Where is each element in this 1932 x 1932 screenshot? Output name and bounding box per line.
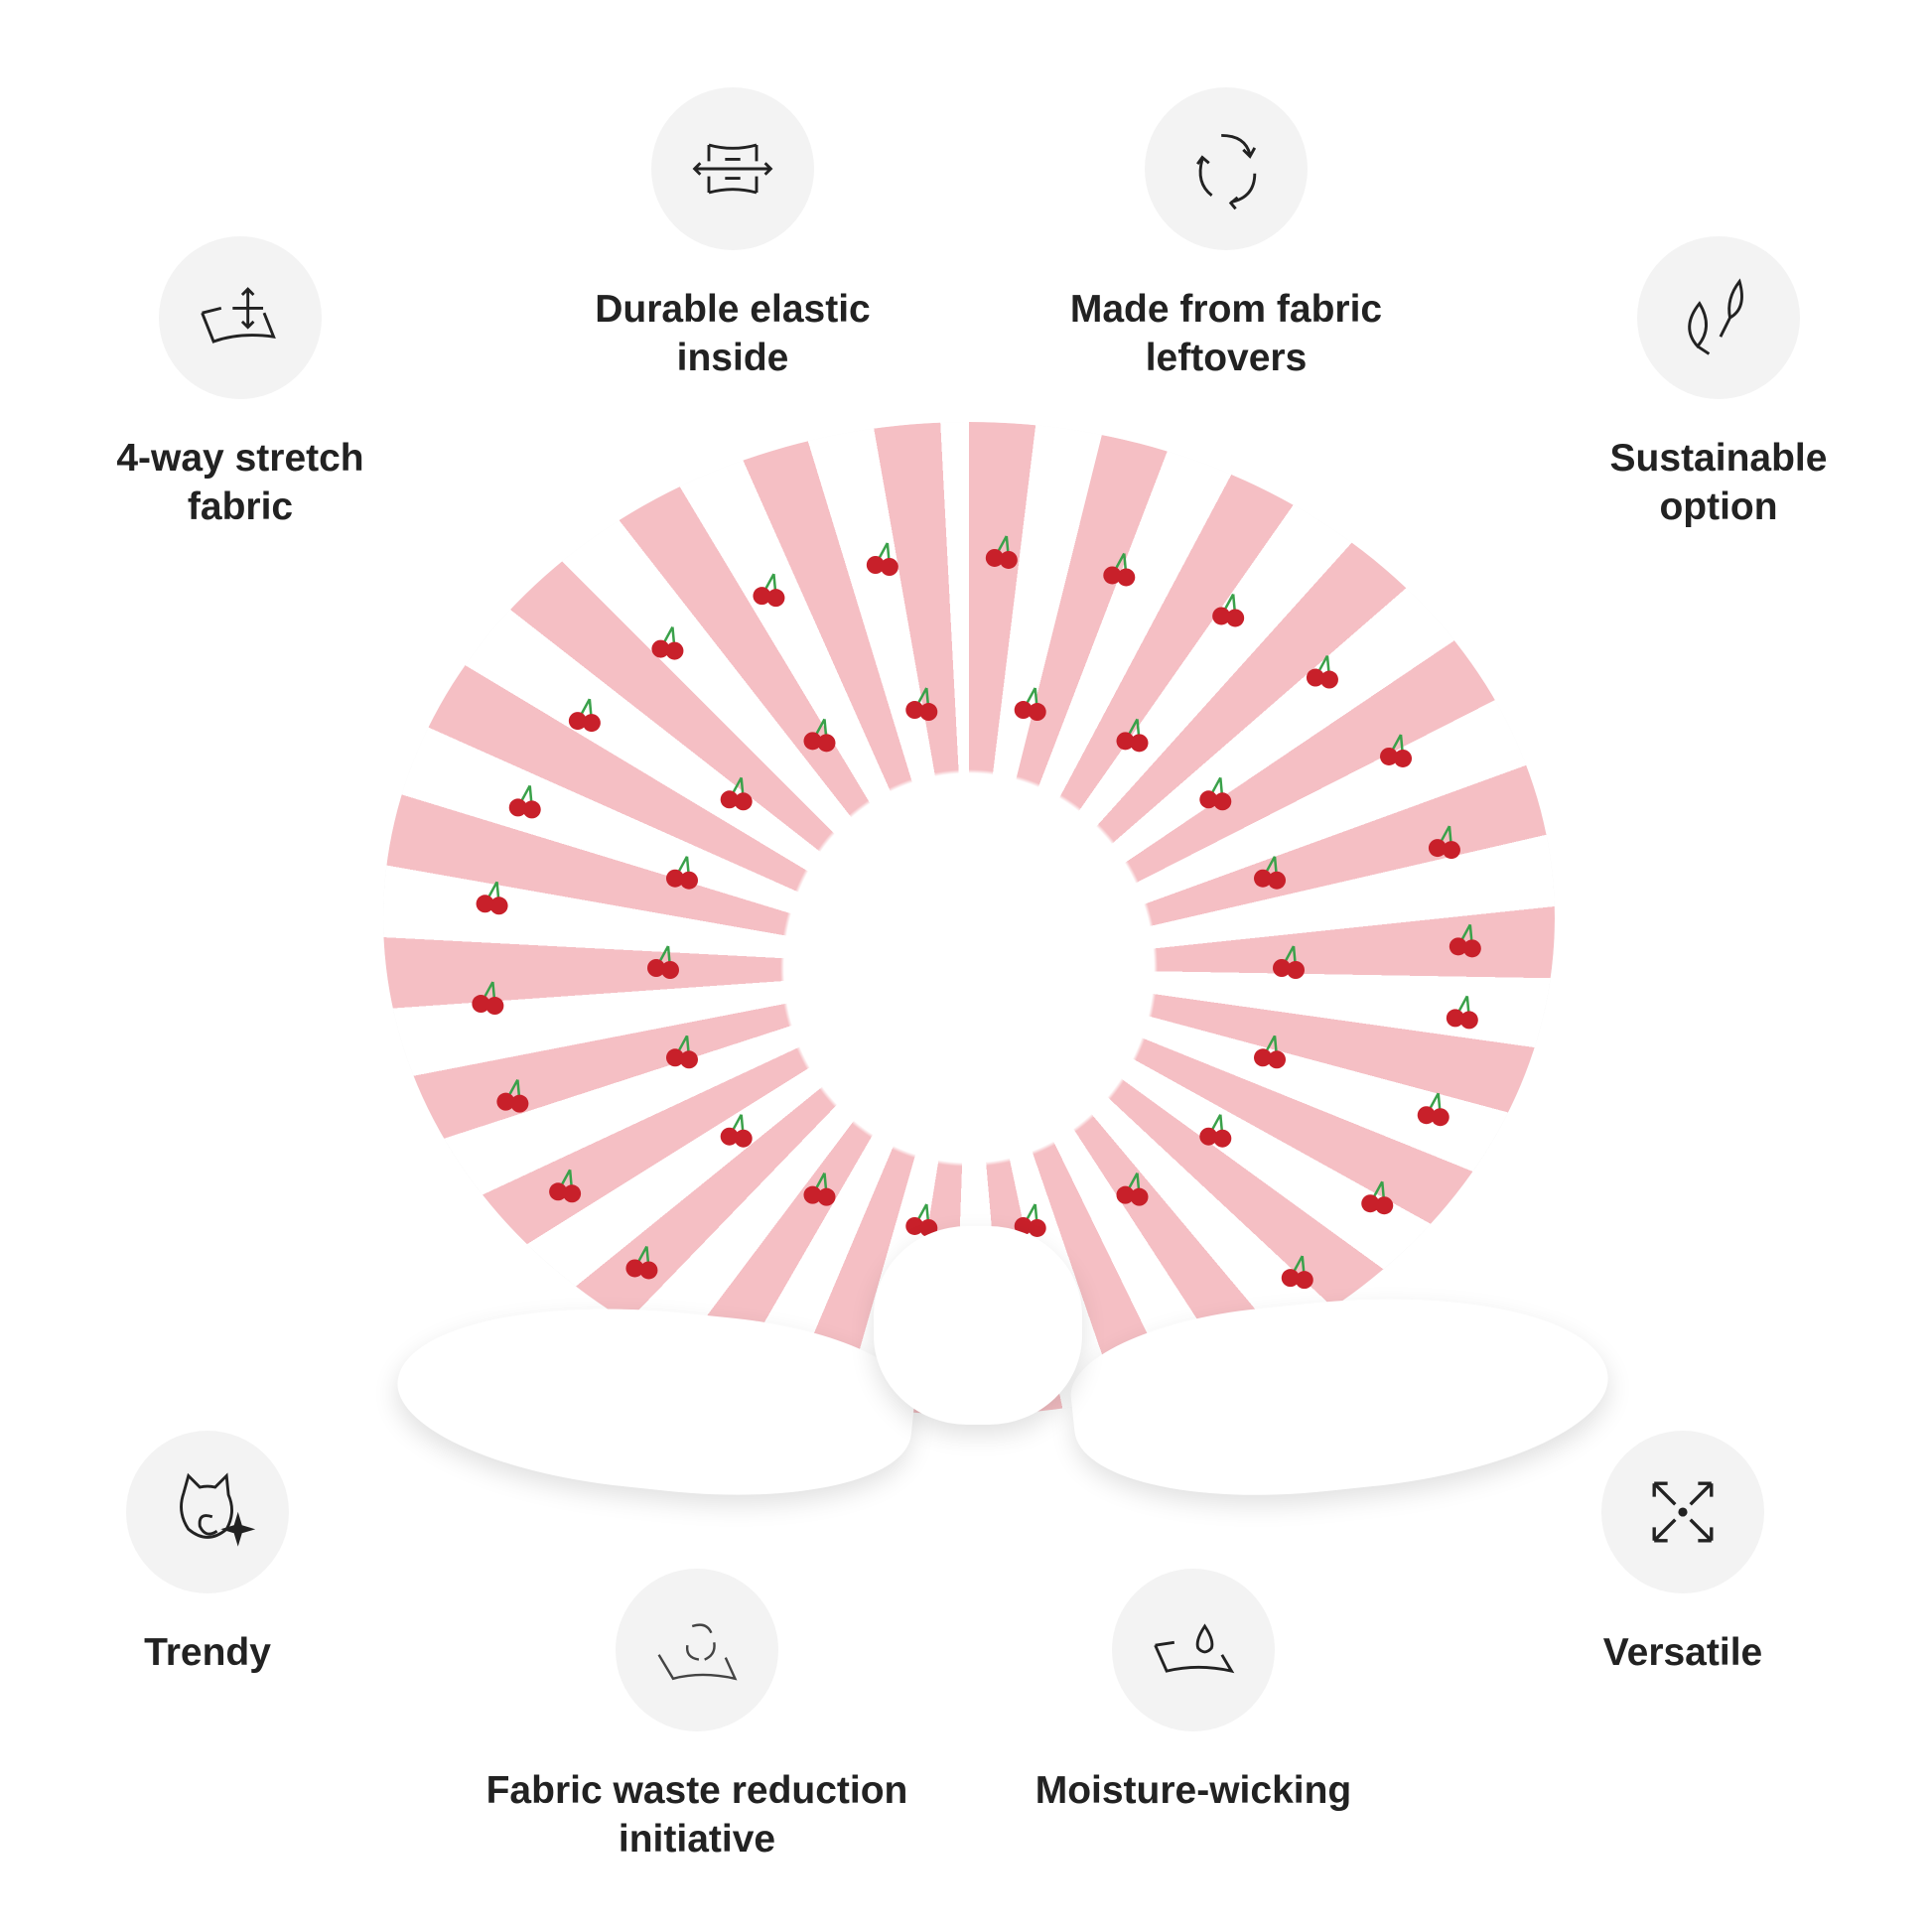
cherry [1116,1173,1149,1206]
cherry [720,1114,753,1148]
cherry [1380,734,1413,767]
cherry [1417,1092,1449,1127]
cherry [1306,654,1338,689]
cherry [803,1173,836,1206]
cherry [472,981,504,1016]
stretch-fabric-icon [159,236,322,399]
cherry [665,1035,698,1069]
leaves-icon [1637,236,1800,399]
cherry [1116,718,1149,753]
cherry [476,881,508,915]
feature-label-versatile: Versatile [1602,1631,1763,1674]
cherry [568,698,601,733]
cherry [1199,1114,1232,1148]
elastic-icon [651,87,814,250]
cherry [1361,1180,1394,1215]
cherry [803,718,836,753]
bow-knot [874,1226,1082,1425]
cherry [1281,1255,1313,1290]
cherry [1212,593,1245,627]
cherry [1199,776,1232,811]
cherry [1428,825,1460,860]
feature-label-trendy: Trendy [144,1631,271,1674]
cherry [753,573,785,608]
cherry [1014,687,1046,722]
fabric-recycle-icon [616,1569,778,1731]
cat-sparkle-icon [126,1431,289,1593]
cherry [665,856,698,890]
cherry [1449,923,1481,958]
cherry [1254,856,1287,890]
cherry [625,1245,658,1280]
cherry [905,687,938,722]
cherry [866,542,898,576]
cherry [1254,1035,1287,1069]
cherry [651,625,684,660]
cherry [549,1169,582,1203]
cherry [647,945,679,979]
cherry [496,1079,529,1113]
cherry [1446,995,1478,1030]
cherry [1103,552,1136,587]
recycle-icon [1145,87,1308,250]
cherry [508,784,541,819]
expand-arrows-icon [1601,1431,1764,1593]
water-drop-fabric-icon [1112,1569,1275,1731]
feature-label-moisture: Moisture-wicking [1035,1769,1352,1812]
cherry [720,776,753,811]
cherry [1273,945,1305,979]
cherry [985,535,1018,569]
